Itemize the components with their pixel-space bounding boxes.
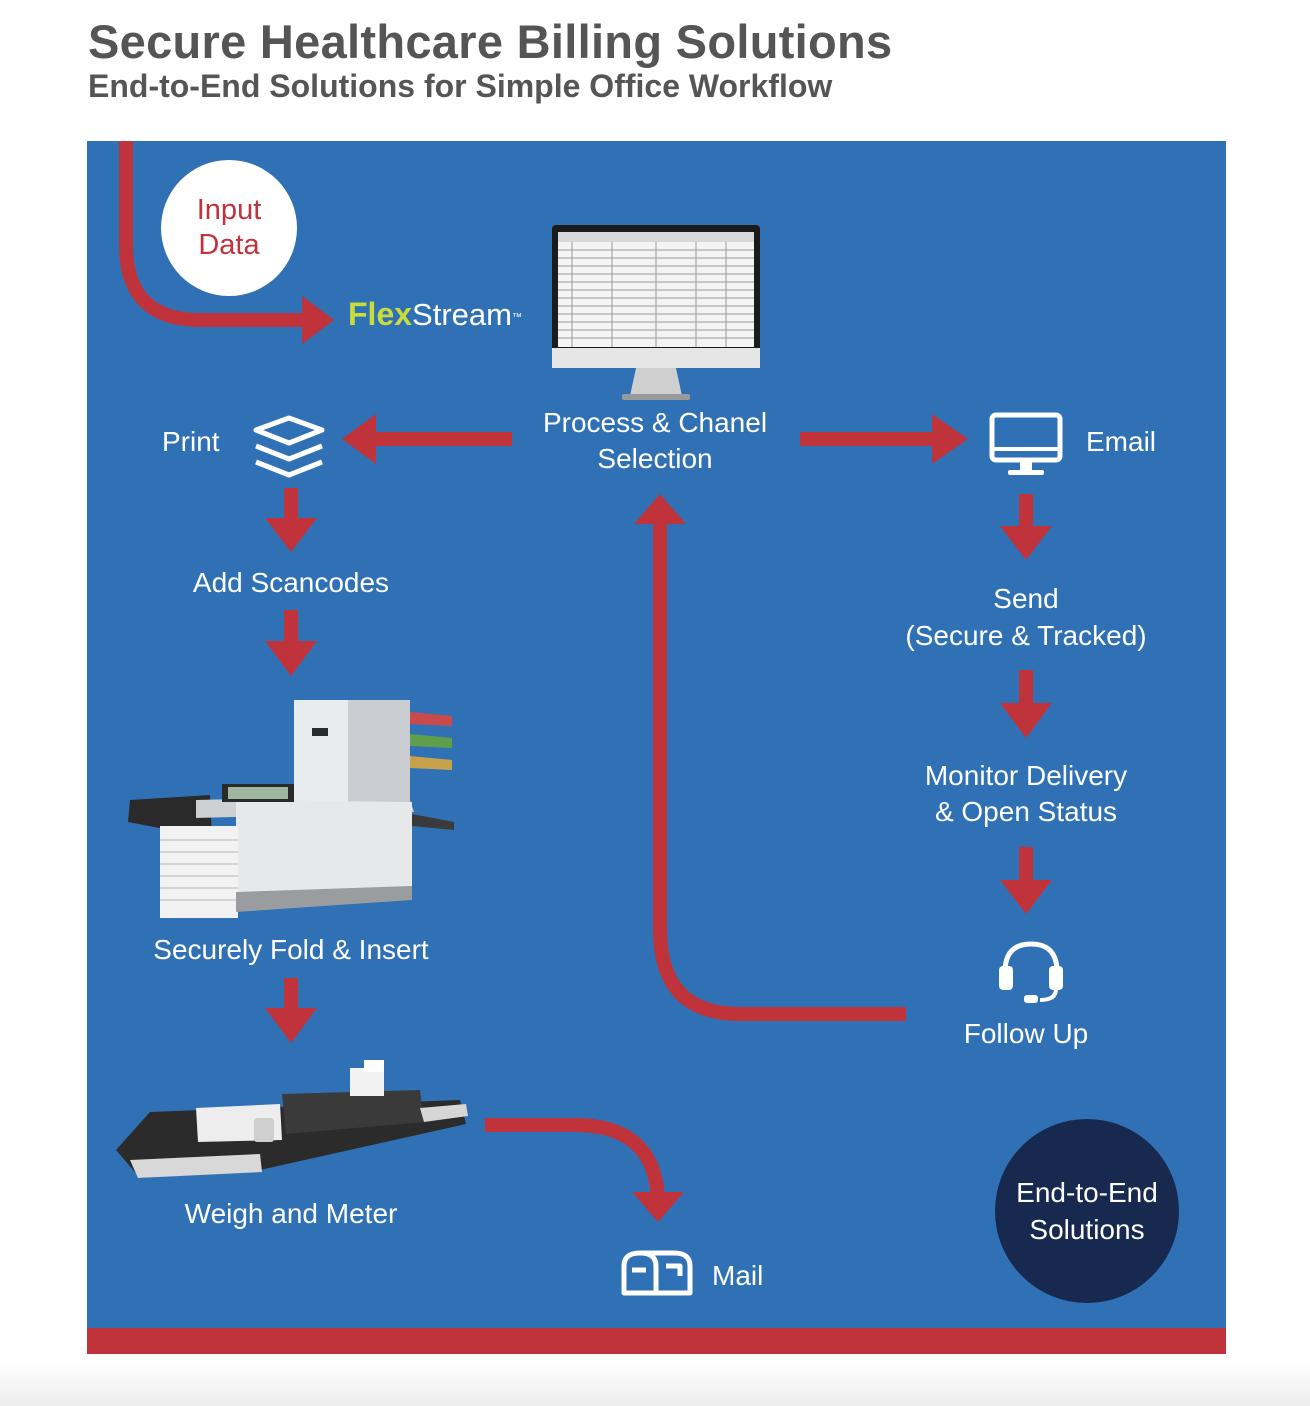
arrowhead-email [932,414,968,464]
panel-footer-bar [87,1328,1226,1354]
logo-stream-word: Stream [412,297,512,332]
arrowhead-fold [265,641,317,676]
follow-up-label: Follow Up [963,1018,1089,1049]
mailbox-icon [621,1250,693,1296]
weigh-meter-label: Weigh and Meter [184,1198,398,1229]
page-subtitle: End-to-End Solutions for Simple Office W… [88,68,833,104]
arrowhead-loop-up [634,494,686,524]
arrowhead-monitor [1000,703,1052,738]
folder-inserter-machine-icon [128,700,454,918]
desktop-computer-icon [552,225,760,400]
monitor-delivery-label: Monitor Delivery& Open Status [924,760,1128,827]
arrow-weigh-to-mail-line [485,1118,665,1201]
arrowhead-weigh [265,1008,317,1043]
fold-insert-label: Securely Fold & Insert [153,934,429,965]
email-label: Email [1086,426,1157,457]
input-flow-line [119,141,306,327]
headset-icon [999,941,1063,1003]
add-scancodes-label: Add Scancodes [192,567,390,598]
arrowhead-scancodes [265,518,317,552]
layers-icon [253,415,325,478]
postage-meter-machine-icon [116,1060,468,1178]
arrowhead-followup [1000,880,1052,914]
page-bottom-shadow [0,1362,1310,1406]
arrowhead-send [1000,526,1052,560]
followup-loop-line [653,524,906,1021]
monitor-icon [989,412,1063,475]
print-label: Print [162,426,220,457]
mail-label: Mail [712,1260,764,1291]
logo-flex-word: Flex [348,296,413,332]
flexstream-logo: FlexStream™ [348,294,522,335]
arrowhead-mail [632,1192,684,1222]
logo-trademark: ™ [511,312,522,323]
arrowhead-input [302,296,334,344]
page-title: Secure Healthcare Billing Solutions [88,15,893,68]
arrowhead-print [342,414,376,464]
send-label: Send(Secure & Tracked) [905,583,1147,651]
